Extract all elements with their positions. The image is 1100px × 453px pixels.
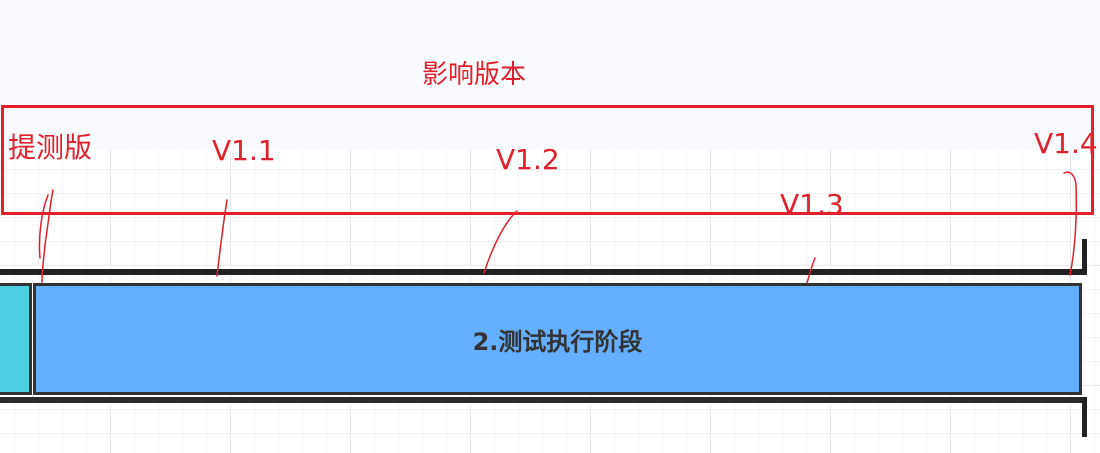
timeline-bottom-end-tick xyxy=(1082,397,1087,437)
version-label-v1-4: V1.4 xyxy=(1034,127,1098,160)
version-label-v1-2: V1.2 xyxy=(496,143,560,176)
timeline-top-line xyxy=(0,269,1085,275)
affected-versions-box xyxy=(1,105,1094,215)
version-label-v1-3: V1.3 xyxy=(780,188,844,221)
previous-phase-block xyxy=(0,283,32,395)
phase-label: 2.测试执行阶段 xyxy=(472,327,643,356)
version-label-test-build: 提测版 xyxy=(8,131,93,164)
test-execution-phase-block: 2.测试执行阶段 xyxy=(33,283,1082,395)
timeline-bottom-line xyxy=(0,397,1087,403)
version-label-v1-1: V1.1 xyxy=(212,134,276,167)
affected-versions-title: 影响版本 xyxy=(422,60,527,90)
timeline-top-end-tick xyxy=(1082,239,1087,275)
